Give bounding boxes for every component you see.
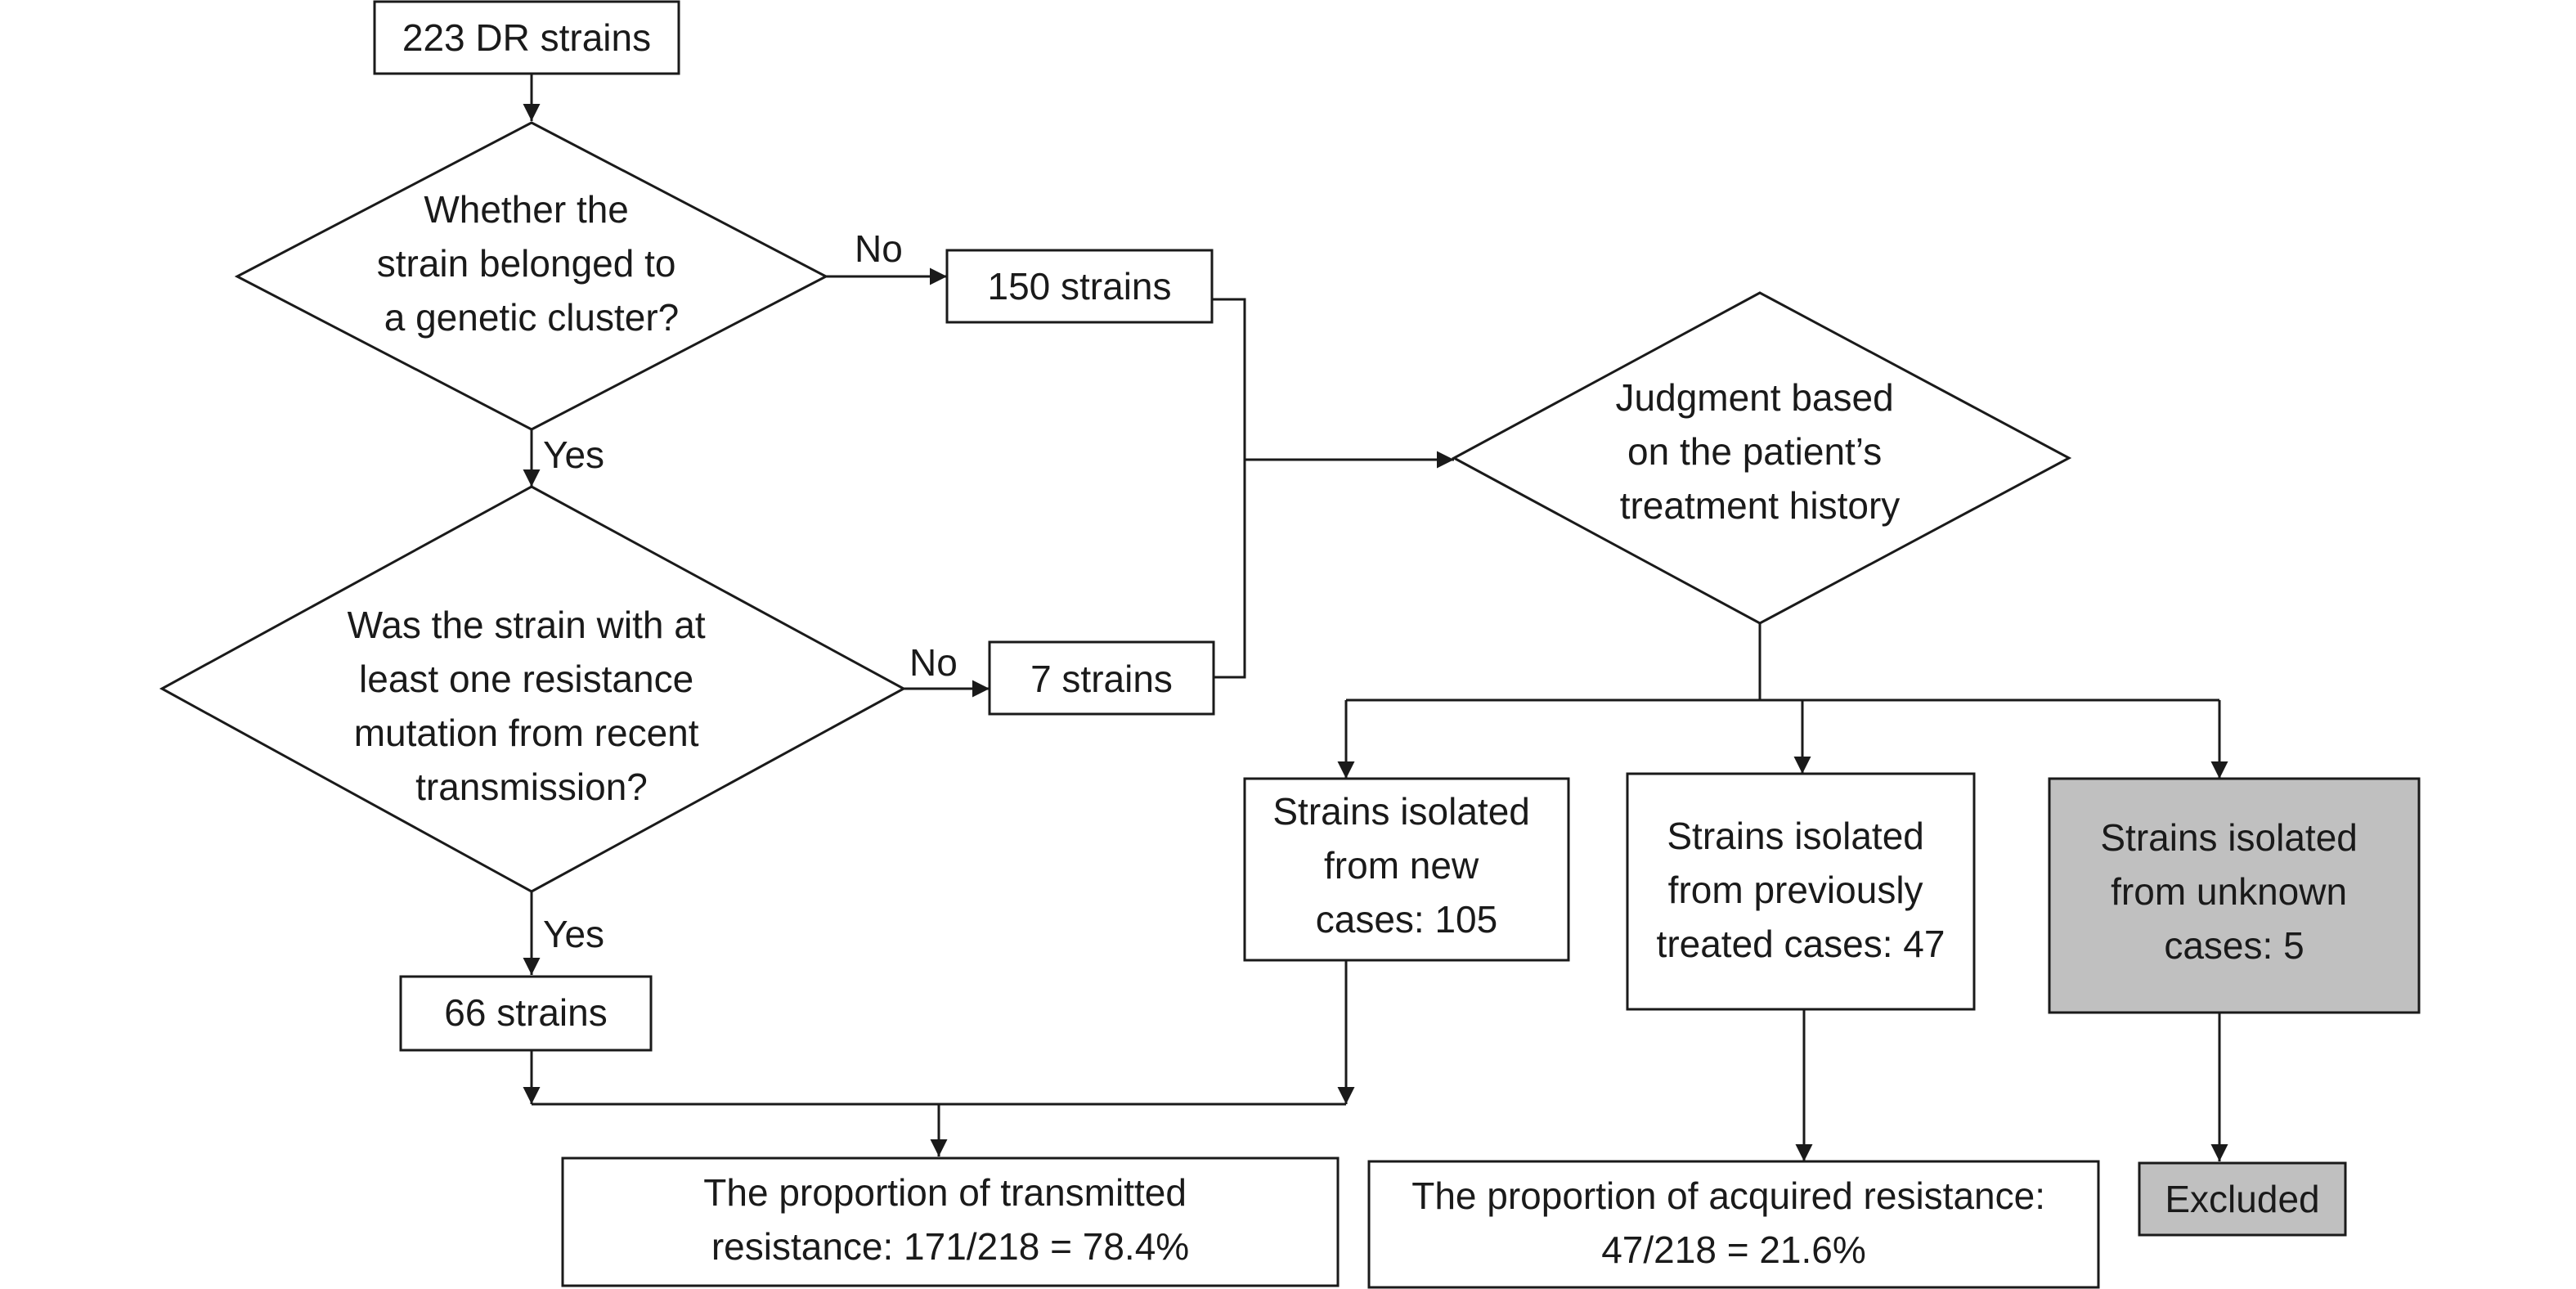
- connectors: [523, 74, 2228, 1161]
- excluded-label: Excluded: [2165, 1178, 2319, 1220]
- not-clustered-node: [945, 249, 1214, 324]
- acquired-label: The proportion of acquired resistance: 4…: [1411, 1174, 2056, 1271]
- mutation-decision-label: Was the strain with at least one resista…: [348, 604, 716, 808]
- start-label: 223 DR strains: [402, 16, 651, 59]
- cluster-decision-label: Whether the strain belonged to a genetic…: [377, 188, 687, 339]
- bracket-to-history: [1212, 298, 1246, 679]
- edge-label-mutation-yes: Yes: [543, 913, 604, 955]
- acquired-node: [1367, 1160, 2100, 1289]
- excluded-node: [2138, 1161, 2347, 1237]
- new-cases-node: [1243, 777, 1570, 962]
- unknown-cases-node: [2048, 777, 2421, 1014]
- start-node: [373, 0, 680, 75]
- history-decision: [1451, 291, 2072, 625]
- new-cases-label: Strains isolated from new cases: 105: [1272, 790, 1540, 941]
- unknown-cases-label: Strains isolated from unknown cases: 5: [2100, 816, 2367, 967]
- no-recent-node: [988, 640, 1215, 716]
- cluster-decision: [234, 121, 829, 431]
- edge-label-cluster-no: No: [855, 227, 903, 270]
- history-decision-label: Judgment based on the patient’s treatmen…: [1616, 376, 1905, 527]
- prev-treated-label: Strains isolated from previously treated…: [1657, 815, 1945, 965]
- recent-label: 66 strains: [444, 991, 607, 1034]
- no-recent-label: 7 strains: [1030, 658, 1173, 700]
- mutation-decision: [159, 485, 907, 893]
- recent-node: [399, 975, 653, 1052]
- edge-label-mutation-no: No: [909, 641, 958, 684]
- transmitted-node: [561, 1157, 1340, 1287]
- not-clustered-label: 150 strains: [987, 265, 1171, 308]
- prev-treated-node: [1626, 772, 1976, 1011]
- edge-label-cluster-yes: Yes: [543, 433, 604, 476]
- transmitted-label: The proportion of transmitted resistance…: [703, 1171, 1196, 1268]
